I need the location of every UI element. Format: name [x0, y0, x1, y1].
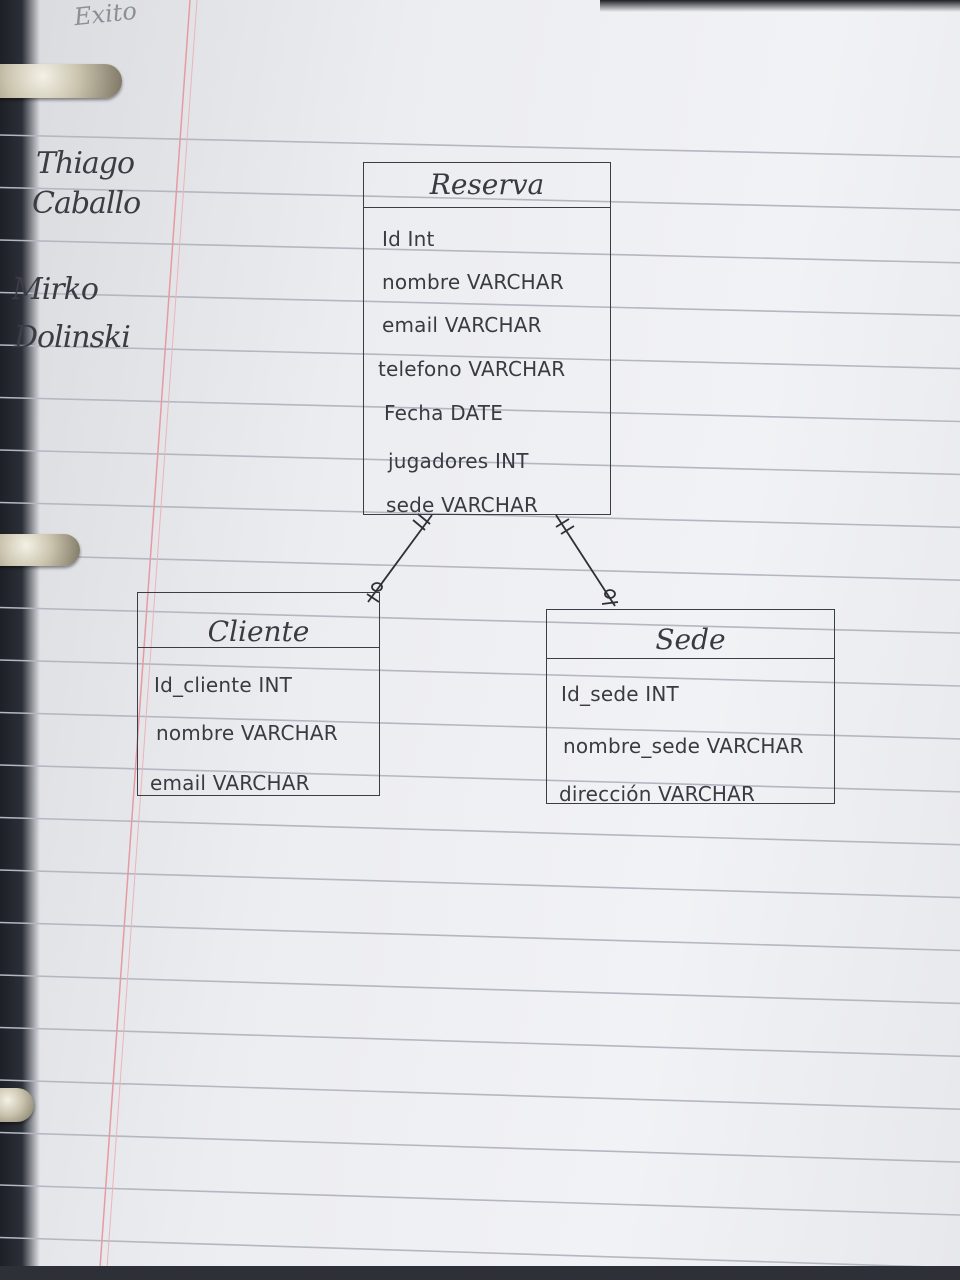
ruled-line — [0, 134, 960, 158]
entity-sede: Sede Id_sede INT nombre_sede VARCHAR dir… — [546, 609, 835, 806]
ruled-line — [0, 974, 960, 1005]
sede-attr-nombre: nombre_sede VARCHAR — [563, 734, 804, 758]
cliente-attr-id: Id_cliente INT — [154, 673, 293, 697]
ruled-line — [0, 921, 960, 952]
ruled-line — [0, 1026, 960, 1058]
cliente-attr-email: email VARCHAR — [150, 771, 310, 795]
cliente-attr-nombre: nombre VARCHAR — [156, 721, 338, 745]
ruled-line — [0, 711, 960, 740]
author-first-name-1: Thiago — [36, 146, 135, 181]
ruled-line — [0, 764, 960, 793]
binder-edge — [0, 0, 40, 1280]
author-last-name-1: Caballo — [32, 186, 141, 221]
binder-ring-top — [0, 64, 122, 98]
sede-attr-id: Id_sede INT — [561, 682, 679, 706]
entity-reserva: Reserva Id Int nombre VARCHAR email VARC… — [363, 162, 611, 517]
reserva-attr-email: email VARCHAR — [382, 313, 542, 337]
reserva-attr-nombre: nombre VARCHAR — [382, 270, 564, 294]
ruled-line — [0, 1079, 960, 1110]
ruled-line — [0, 291, 960, 317]
ruled-line — [0, 816, 960, 846]
page-top-shadow — [600, 0, 960, 12]
ruled-line — [0, 659, 960, 687]
ruled-line — [0, 606, 960, 634]
author-first-name-2: Mirko — [12, 272, 99, 307]
ruled-line — [0, 239, 960, 264]
margin-line — [99, 0, 191, 1269]
ruled-line — [0, 1184, 960, 1216]
binder-ring-bottom — [0, 1088, 34, 1122]
entity-cliente-title: Cliente — [138, 593, 379, 648]
ruled-line — [0, 869, 960, 899]
ruled-line — [0, 554, 960, 581]
relationship-reserva-sede — [555, 514, 619, 607]
sede-attr-direccion: dirección VARCHAR — [559, 782, 756, 806]
entity-sede-title: Sede — [547, 610, 834, 659]
entity-reserva-title: Reserva — [364, 163, 610, 208]
ruled-line — [0, 1236, 960, 1269]
ruled-line — [0, 396, 960, 423]
reserva-attr-id: Id Int — [382, 227, 435, 251]
reserva-attr-telefono: telefono VARCHAR — [378, 357, 566, 381]
binder-ring-middle — [0, 534, 80, 566]
reserva-attr-sede: sede VARCHAR — [386, 493, 539, 517]
ruled-line — [0, 449, 960, 476]
relationship-reserva-cliente — [366, 513, 433, 603]
reserva-attr-fecha: Fecha DATE — [384, 401, 504, 425]
entity-cliente: Cliente Id_cliente INT nombre VARCHAR em… — [137, 592, 380, 796]
ruled-line — [0, 186, 960, 211]
page-bottom-edge — [0, 1266, 960, 1280]
margin-line-2 — [106, 0, 198, 1269]
ruled-line — [0, 1131, 960, 1163]
ruled-line — [0, 344, 960, 370]
reserva-attr-jugadores: jugadores INT — [388, 449, 529, 473]
author-last-name-2: Dolinski — [14, 320, 131, 355]
